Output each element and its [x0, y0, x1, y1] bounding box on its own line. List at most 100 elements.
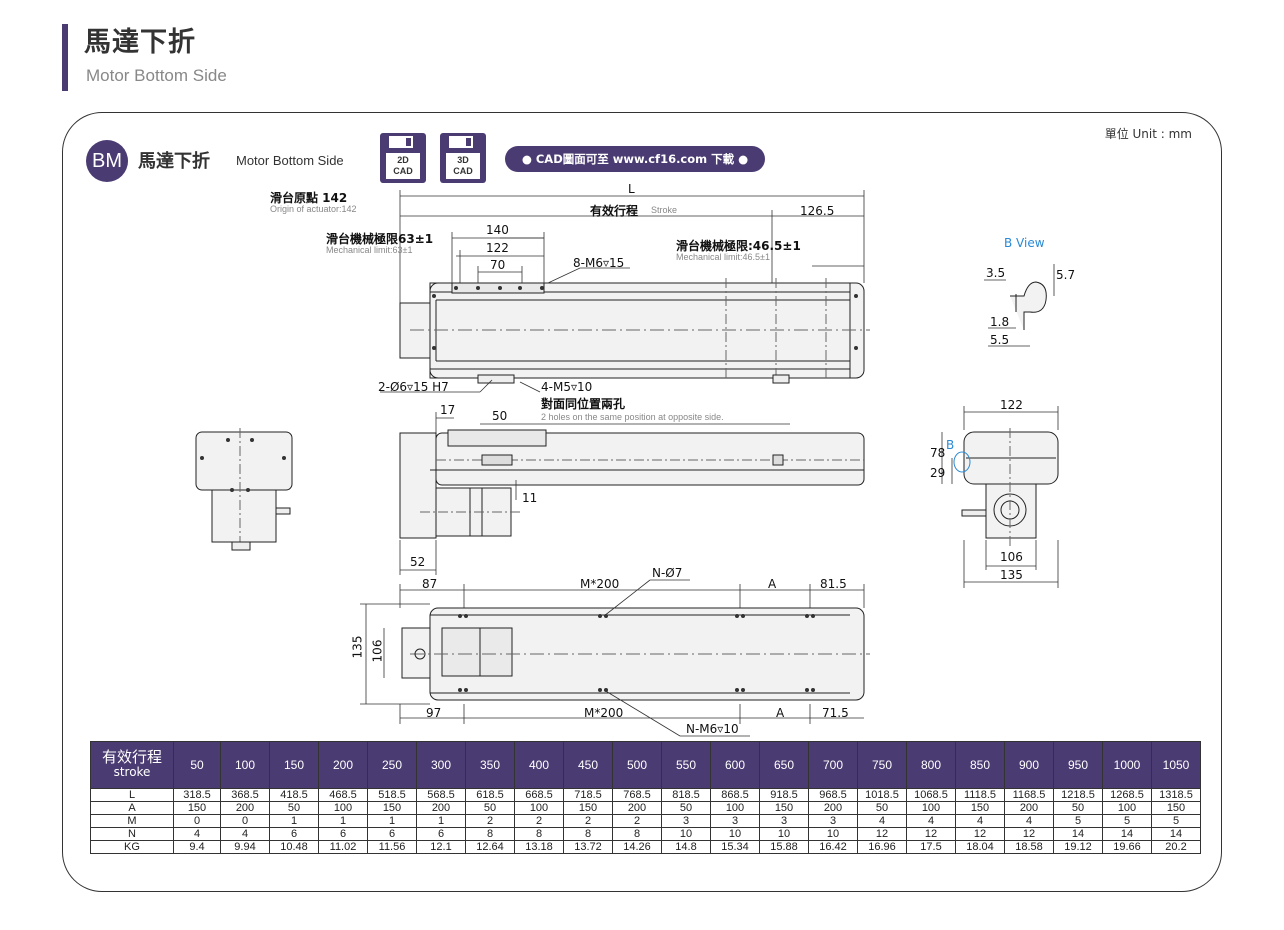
- table-cell: 14: [1053, 827, 1103, 841]
- side-dim-106: 106: [1000, 550, 1023, 564]
- dim-70: 70: [490, 258, 506, 272]
- dim-m200-bottom: M*200: [584, 706, 624, 720]
- table-cell: 1118.5: [955, 788, 1005, 802]
- table-cell: 12: [955, 827, 1005, 841]
- table-cell: 1: [318, 814, 368, 828]
- mech-limit-left-en: Mechanical limit:63±1: [326, 245, 413, 255]
- table-header-cell: 200: [318, 741, 368, 789]
- bottom-view: [401, 607, 870, 701]
- side-dim-135: 135: [1000, 568, 1023, 582]
- table-cell: 12.1: [416, 840, 466, 854]
- table-row-header: L: [90, 788, 174, 802]
- origin-label-en: Origin of actuator:142: [270, 204, 357, 214]
- dim-87: 87: [422, 577, 438, 591]
- table-header-cell: 450: [563, 741, 613, 789]
- vert-dim-135: 135: [350, 635, 365, 659]
- table-cell: 50: [269, 801, 319, 815]
- tap-m6-label: 8-M6▿15: [573, 256, 625, 270]
- dim-122: 122: [486, 241, 509, 255]
- origin-label: 滑台原點 142: [270, 191, 348, 205]
- table-cell: 10: [759, 827, 809, 841]
- table-cell: 50: [661, 801, 711, 815]
- table-cell: 2: [612, 814, 662, 828]
- dim-L: L: [628, 182, 635, 196]
- table-cell: 11.56: [367, 840, 417, 854]
- page-subtitle: Motor Bottom Side: [86, 66, 227, 85]
- table-cell: 12.64: [465, 840, 515, 854]
- table-cell: 3: [661, 814, 711, 828]
- table-cell: 100: [318, 801, 368, 815]
- table-header-cell: 300: [416, 741, 466, 789]
- table-cell: 1318.5: [1151, 788, 1201, 802]
- table-cell: 8: [563, 827, 613, 841]
- table-header-cell: 50: [173, 741, 221, 789]
- table-cell: 3: [759, 814, 809, 828]
- table-cell: 318.5: [173, 788, 221, 802]
- table-cell: 50: [465, 801, 515, 815]
- table-header-cell: 900: [1004, 741, 1054, 789]
- table-cell: 100: [1102, 801, 1152, 815]
- table-cell: 200: [220, 801, 270, 815]
- table-cell: 150: [759, 801, 809, 815]
- dim-m200-top: M*200: [580, 577, 620, 591]
- table-cell: 8: [465, 827, 515, 841]
- table-cell: 718.5: [563, 788, 613, 802]
- table-cell: 868.5: [710, 788, 760, 802]
- table-cell: 5: [1102, 814, 1152, 828]
- table-cell: 16.96: [857, 840, 907, 854]
- table-cell: 17.5: [906, 840, 956, 854]
- table-cell: 2: [465, 814, 515, 828]
- table-row-header: M: [90, 814, 174, 828]
- page-title: 馬達下折: [84, 27, 196, 58]
- table-cell: 200: [416, 801, 466, 815]
- table-cell: 1: [416, 814, 466, 828]
- b-dim-3-5: 3.5: [986, 266, 1006, 280]
- table-cell: 100: [710, 801, 760, 815]
- table-cell: 20.2: [1151, 840, 1201, 854]
- table-cell: 200: [1004, 801, 1054, 815]
- table-row-header: N: [90, 827, 174, 841]
- dim-17: 17: [440, 403, 456, 417]
- table-cell: 50: [857, 801, 907, 815]
- table-cell: 200: [612, 801, 662, 815]
- table-cell: 6: [318, 827, 368, 841]
- table-header-cell: 950: [1053, 741, 1103, 789]
- table-cell: 4: [955, 814, 1005, 828]
- top-view: [399, 278, 870, 384]
- table-cell: 1268.5: [1102, 788, 1152, 802]
- stroke-label-en: Stroke: [651, 205, 678, 215]
- table-cell: 13.18: [514, 840, 564, 854]
- dim-52: 52: [410, 555, 426, 569]
- b-dim-1-8: 1.8: [990, 315, 1010, 329]
- table-header-cell: 800: [906, 741, 956, 789]
- table-cell: 18.58: [1004, 840, 1054, 854]
- table-cell: 11.02: [318, 840, 368, 854]
- table-cell: 100: [514, 801, 564, 815]
- table-header-cell: 100: [220, 741, 270, 789]
- b-view-detail: [1010, 281, 1047, 330]
- table-cell: 1218.5: [1053, 788, 1103, 802]
- cad-download-link[interactable]: ● CAD圖面可至 www.cf16.com 下載 ●: [505, 146, 765, 172]
- dim-81-5: 81.5: [820, 577, 847, 591]
- table-cell: 568.5: [416, 788, 466, 802]
- table-cell: 2: [514, 814, 564, 828]
- b-dim-5-7: 5.7: [1056, 268, 1076, 282]
- hole-n-label: N-Ø7: [652, 566, 683, 580]
- pin-hole-label: 2-Ø6▿15 H7: [378, 380, 449, 394]
- dim-50: 50: [492, 409, 508, 423]
- table-header-cell: 850: [955, 741, 1005, 789]
- table-cell: 14: [1151, 827, 1201, 841]
- table-cell: 3: [710, 814, 760, 828]
- side-dim-122: 122: [1000, 398, 1023, 412]
- side-dim-29: 29: [930, 466, 946, 480]
- table-header-cell: 1050: [1151, 741, 1201, 789]
- table-cell: 18.04: [955, 840, 1005, 854]
- table-cell: 518.5: [367, 788, 417, 802]
- table-cell: 14.8: [661, 840, 711, 854]
